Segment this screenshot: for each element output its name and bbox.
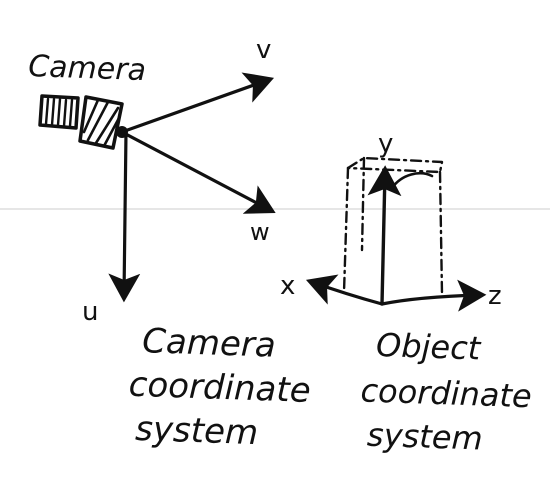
camera-w-label: w <box>250 218 270 246</box>
object-z-axis <box>380 279 487 312</box>
camera-u-label: u <box>82 297 98 327</box>
object-x-axis <box>305 274 384 306</box>
rotation-curl <box>390 172 434 190</box>
camera-caption-line-3: system <box>135 409 259 453</box>
camera-v-axis <box>120 72 275 134</box>
object-z-label: z <box>488 281 502 311</box>
object-group: y x z Object coordinate system <box>280 129 532 458</box>
camera-w-axis <box>120 130 276 214</box>
object-outline <box>342 156 444 296</box>
camera-caption-line-1: Camera <box>142 321 277 366</box>
object-caption-line-1: Object <box>376 326 483 368</box>
object-caption-line-2: coordinate <box>360 371 532 415</box>
object-x-label: x <box>280 271 295 301</box>
object-y-label: y <box>378 129 393 159</box>
object-caption: Object coordinate system <box>360 326 532 458</box>
camera-caption: Camera coordinate system <box>128 321 311 453</box>
object-caption-line-3: system <box>366 416 483 458</box>
camera-icon <box>38 94 128 150</box>
camera-u-axis <box>108 130 141 303</box>
camera-label: Camera <box>28 49 147 88</box>
camera-group: Camera v w <box>28 35 312 453</box>
object-y-axis <box>367 165 402 306</box>
camera-v-label: v <box>256 35 271 65</box>
camera-caption-line-2: coordinate <box>128 365 311 411</box>
